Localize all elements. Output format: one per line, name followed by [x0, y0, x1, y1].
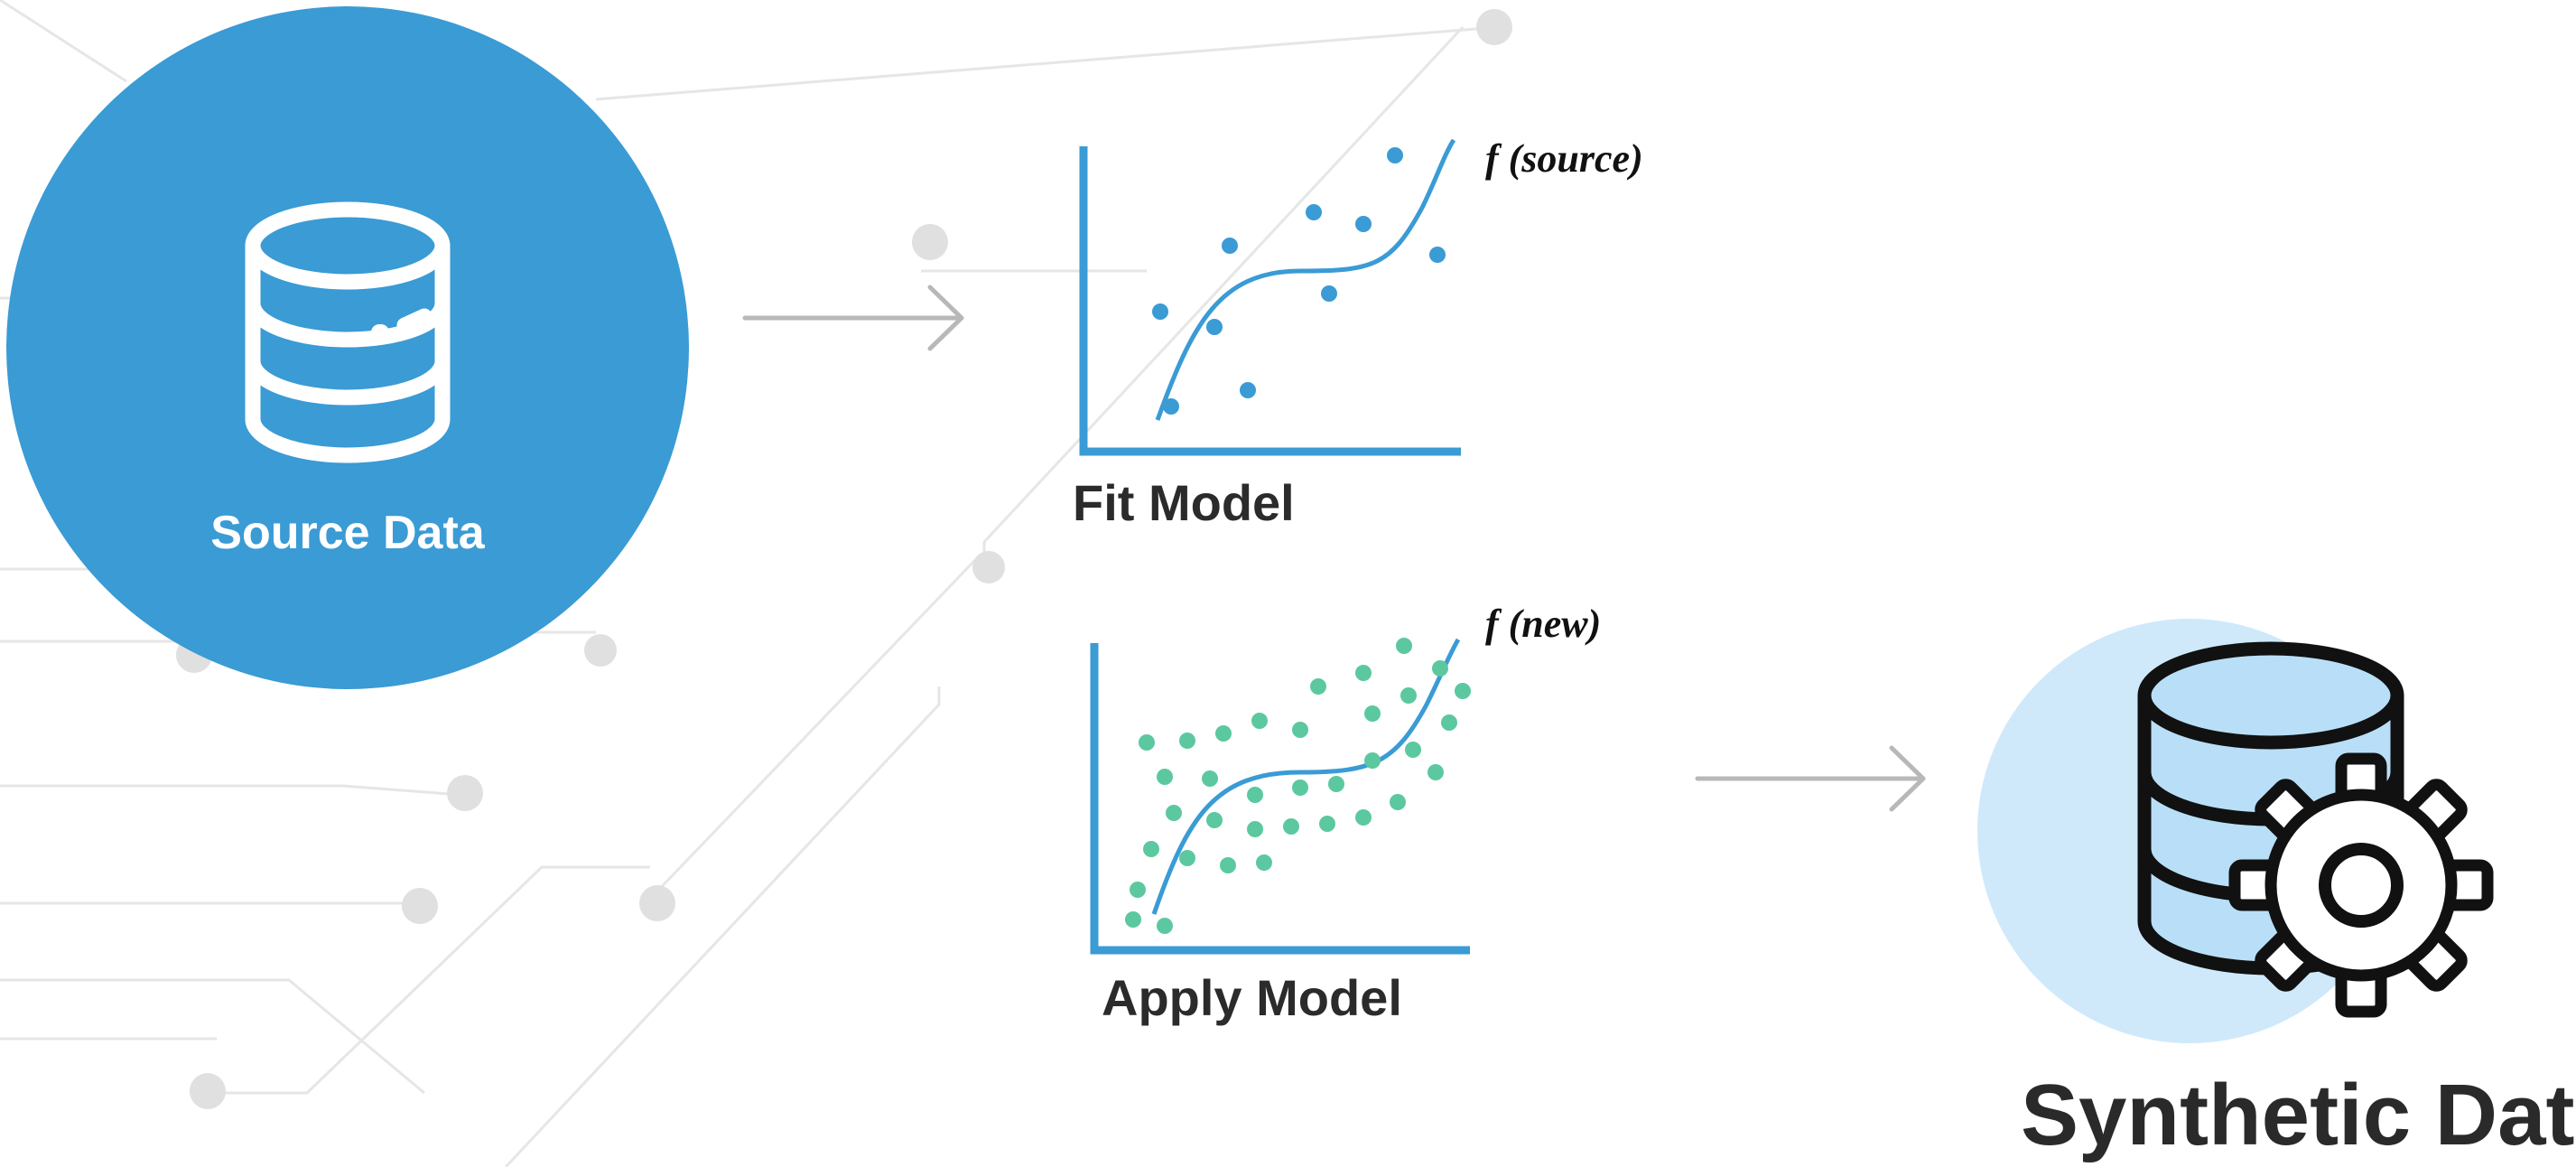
generated-point — [1328, 776, 1344, 792]
generated-point — [1157, 769, 1173, 785]
apply-model-axes — [1090, 643, 1470, 955]
fit-model-chart — [1079, 138, 1461, 456]
generated-point — [1292, 722, 1308, 738]
data-point — [1429, 247, 1446, 263]
generated-point — [1283, 818, 1299, 835]
circuit-node — [447, 775, 483, 811]
generated-point — [1405, 742, 1421, 758]
data-point — [1355, 216, 1372, 232]
circuit-line — [504, 686, 941, 1167]
data-point — [1163, 398, 1179, 415]
generated-point — [1396, 638, 1412, 654]
generated-point — [1292, 780, 1308, 796]
data-point — [1240, 382, 1256, 398]
generated-point — [1390, 794, 1406, 810]
generated-point — [1400, 687, 1417, 704]
circuit-node — [1476, 9, 1512, 45]
fit-model-axes — [1079, 146, 1461, 456]
generated-point — [1355, 665, 1372, 681]
generated-point — [1179, 850, 1195, 866]
apply-model-curve — [1151, 638, 1461, 915]
apply-model-chart — [1090, 638, 1471, 955]
source-data-label: Source Data — [210, 507, 485, 559]
generated-point — [1220, 857, 1236, 873]
function-new-label: f (new) — [1485, 602, 1602, 646]
circuit-line — [208, 865, 650, 1095]
arrow-to-fit-model — [742, 285, 964, 351]
fit-model-curve — [1155, 138, 1456, 421]
circuit-node — [639, 885, 675, 921]
generated-point — [1432, 660, 1448, 677]
generated-point — [1251, 713, 1268, 729]
generated-point — [1427, 764, 1444, 780]
generated-point — [1166, 805, 1182, 821]
generated-point — [1247, 821, 1263, 837]
gear-icon — [2228, 752, 2494, 1018]
generated-point — [1215, 725, 1232, 742]
source-data-circle — [6, 6, 689, 689]
arrow-to-synthetic-data — [1695, 745, 1926, 812]
data-point — [1152, 303, 1168, 320]
source-data-node — [6, 6, 689, 689]
function-source-label: f (source) — [1485, 136, 1643, 181]
database-icon — [245, 201, 451, 463]
generated-point — [1455, 683, 1471, 699]
data-point — [1222, 238, 1238, 254]
generated-point — [1157, 918, 1173, 934]
synthetic-data-node — [1977, 619, 2494, 1043]
circuit-line — [0, 978, 425, 1095]
data-point — [1321, 285, 1337, 302]
circuit-line — [648, 558, 977, 901]
generated-point — [1319, 816, 1335, 832]
fit-model-points — [1152, 147, 1446, 415]
generated-point — [1125, 911, 1141, 928]
circuit-node — [190, 1073, 226, 1109]
data-point — [1206, 319, 1223, 335]
synthetic-data-label: Synthetic Data — [2021, 1067, 2576, 1163]
generated-point — [1441, 714, 1457, 731]
generated-point — [1310, 678, 1326, 695]
generated-point — [1364, 752, 1381, 769]
generated-point — [1355, 809, 1372, 826]
data-point — [1387, 147, 1403, 163]
apply-model-points — [1125, 638, 1471, 934]
generated-point — [1179, 733, 1195, 749]
generated-point — [1130, 882, 1146, 898]
apply-model-label: Apply Model — [1102, 969, 1402, 1026]
generated-point — [1247, 787, 1263, 803]
database-gear-icon — [2137, 641, 2494, 1018]
circuit-node — [912, 224, 948, 260]
background-circuit-nodes — [176, 9, 1512, 1109]
circuit-node — [972, 551, 1005, 584]
generated-point — [1364, 705, 1381, 722]
circuit-line — [595, 25, 1500, 101]
generated-point — [1139, 734, 1155, 751]
circuit-node — [584, 634, 617, 667]
data-point — [1306, 204, 1322, 220]
generated-point — [1206, 812, 1223, 828]
generated-point — [1256, 854, 1272, 871]
generated-point — [1143, 841, 1159, 857]
circuit-node — [402, 888, 438, 924]
circuit-line — [0, 784, 461, 797]
circuit-line — [0, 0, 127, 83]
fit-model-label: Fit Model — [1073, 474, 1295, 531]
generated-point — [1202, 770, 1218, 787]
